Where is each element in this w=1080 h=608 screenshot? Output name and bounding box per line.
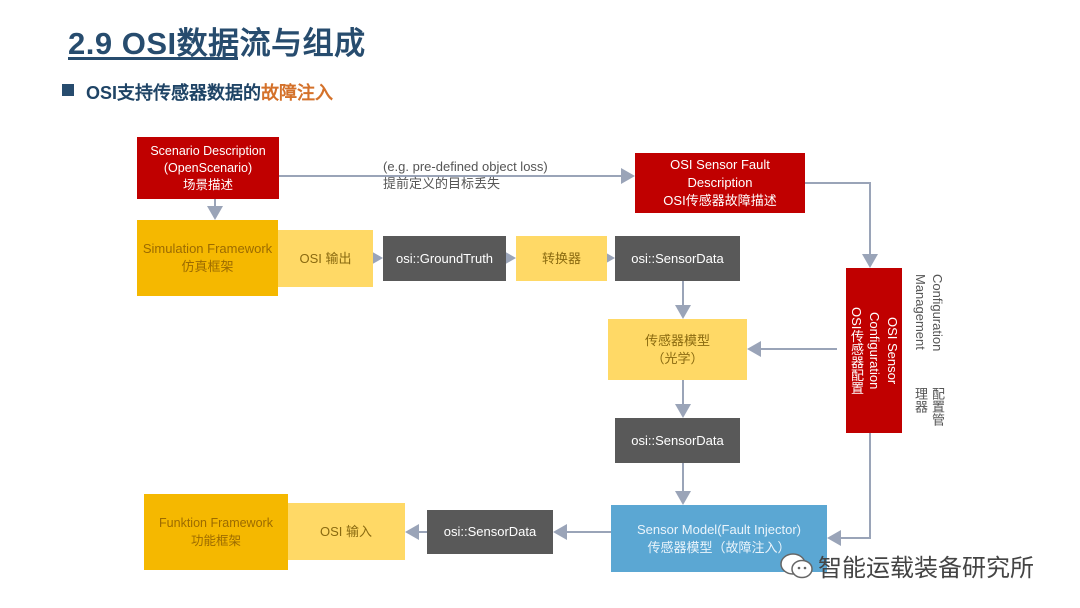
node-label: OSI Sensor — [885, 316, 900, 385]
node-sensor-data-1: osi::SensorData — [615, 236, 740, 281]
node-label: 功能框架 — [190, 534, 241, 548]
node-label: OSI 输入 — [319, 523, 372, 539]
arrow-fault-config — [805, 182, 878, 268]
node-label: Simulation Framework — [142, 241, 273, 256]
node-ground-truth: osi::GroundTruth — [383, 236, 506, 281]
subtitle-main: OSI支持传感器数据的 — [86, 83, 262, 103]
node-label: Description — [687, 175, 753, 190]
node-label: 传感器模型 — [644, 332, 710, 348]
node-osi-input: OSI 输入 — [287, 503, 405, 560]
node-label: Funktion Framework — [159, 516, 273, 530]
subtitle-highlight: 故障注入 — [261, 83, 334, 103]
subtitle: OSI支持传感器数据的故障注入 — [86, 79, 333, 105]
node-label: 场景描述 — [182, 177, 233, 192]
bullet-square-icon — [62, 84, 74, 96]
node-label: OSI传感器故障描述 — [663, 193, 777, 208]
node-label: (OpenScenario) — [163, 160, 253, 175]
node-scenario: Scenario Description (OpenScenario) 场景描述 — [137, 137, 279, 199]
node-label: 仿真框架 — [181, 259, 234, 274]
node-sim-framework: Simulation Framework 仿真框架 — [137, 220, 278, 296]
node-funktion-framework: Funktion Framework 功能框架 — [144, 494, 288, 570]
node-converter: 转换器 — [516, 236, 607, 281]
edge-label-en: (e.g. pre-defined object loss) — [383, 159, 548, 174]
node-label: OSI 输出 — [299, 250, 352, 266]
node-label: OSI Sensor Fault — [670, 157, 770, 172]
node-sensor-data-2: osi::SensorData — [615, 418, 740, 463]
node-label: OSI传感器配置 — [849, 306, 864, 395]
node-label: Scenario Description — [150, 143, 266, 158]
config-management-label: Configuration Management 配置管理器 — [912, 274, 946, 434]
node-label: 转换器 — [541, 250, 581, 266]
title-underline — [68, 57, 238, 60]
node-label: （光学） — [651, 350, 704, 366]
edge-label-zh: 提前定义的目标丢失 — [383, 176, 501, 191]
node-sensor-data-3: osi::SensorData — [427, 510, 553, 554]
config-mgmt-en: Configuration Management — [913, 274, 945, 352]
node-label: 传感器模型（故障注入） — [647, 539, 791, 555]
node-sensor-model-optical: 传感器模型 （光学） — [608, 319, 747, 380]
node-label: Configuration — [867, 311, 882, 390]
node-label: osi::GroundTruth — [395, 250, 494, 266]
page-title: 2.9 OSI数据流与组成 — [68, 26, 366, 61]
node-osi-output: OSI 输出 — [278, 230, 373, 287]
arrow-config-injector — [827, 433, 871, 546]
wechat-icon — [780, 552, 813, 578]
watermark-text: 智能运载装备研究所 — [818, 555, 1034, 582]
config-mgmt-zh: 配置管理器 — [913, 387, 945, 427]
edge-label: (e.g. pre-defined object loss) 提前定义的目标丢失 — [383, 158, 548, 192]
watermark: 智能运载装备研究所 — [780, 548, 1034, 583]
node-label: osi::SensorData — [443, 524, 537, 539]
node-label: osi::SensorData — [631, 250, 724, 266]
node-label: osi::SensorData — [631, 432, 724, 448]
node-label: Sensor Model(Fault Injector) — [636, 521, 801, 537]
